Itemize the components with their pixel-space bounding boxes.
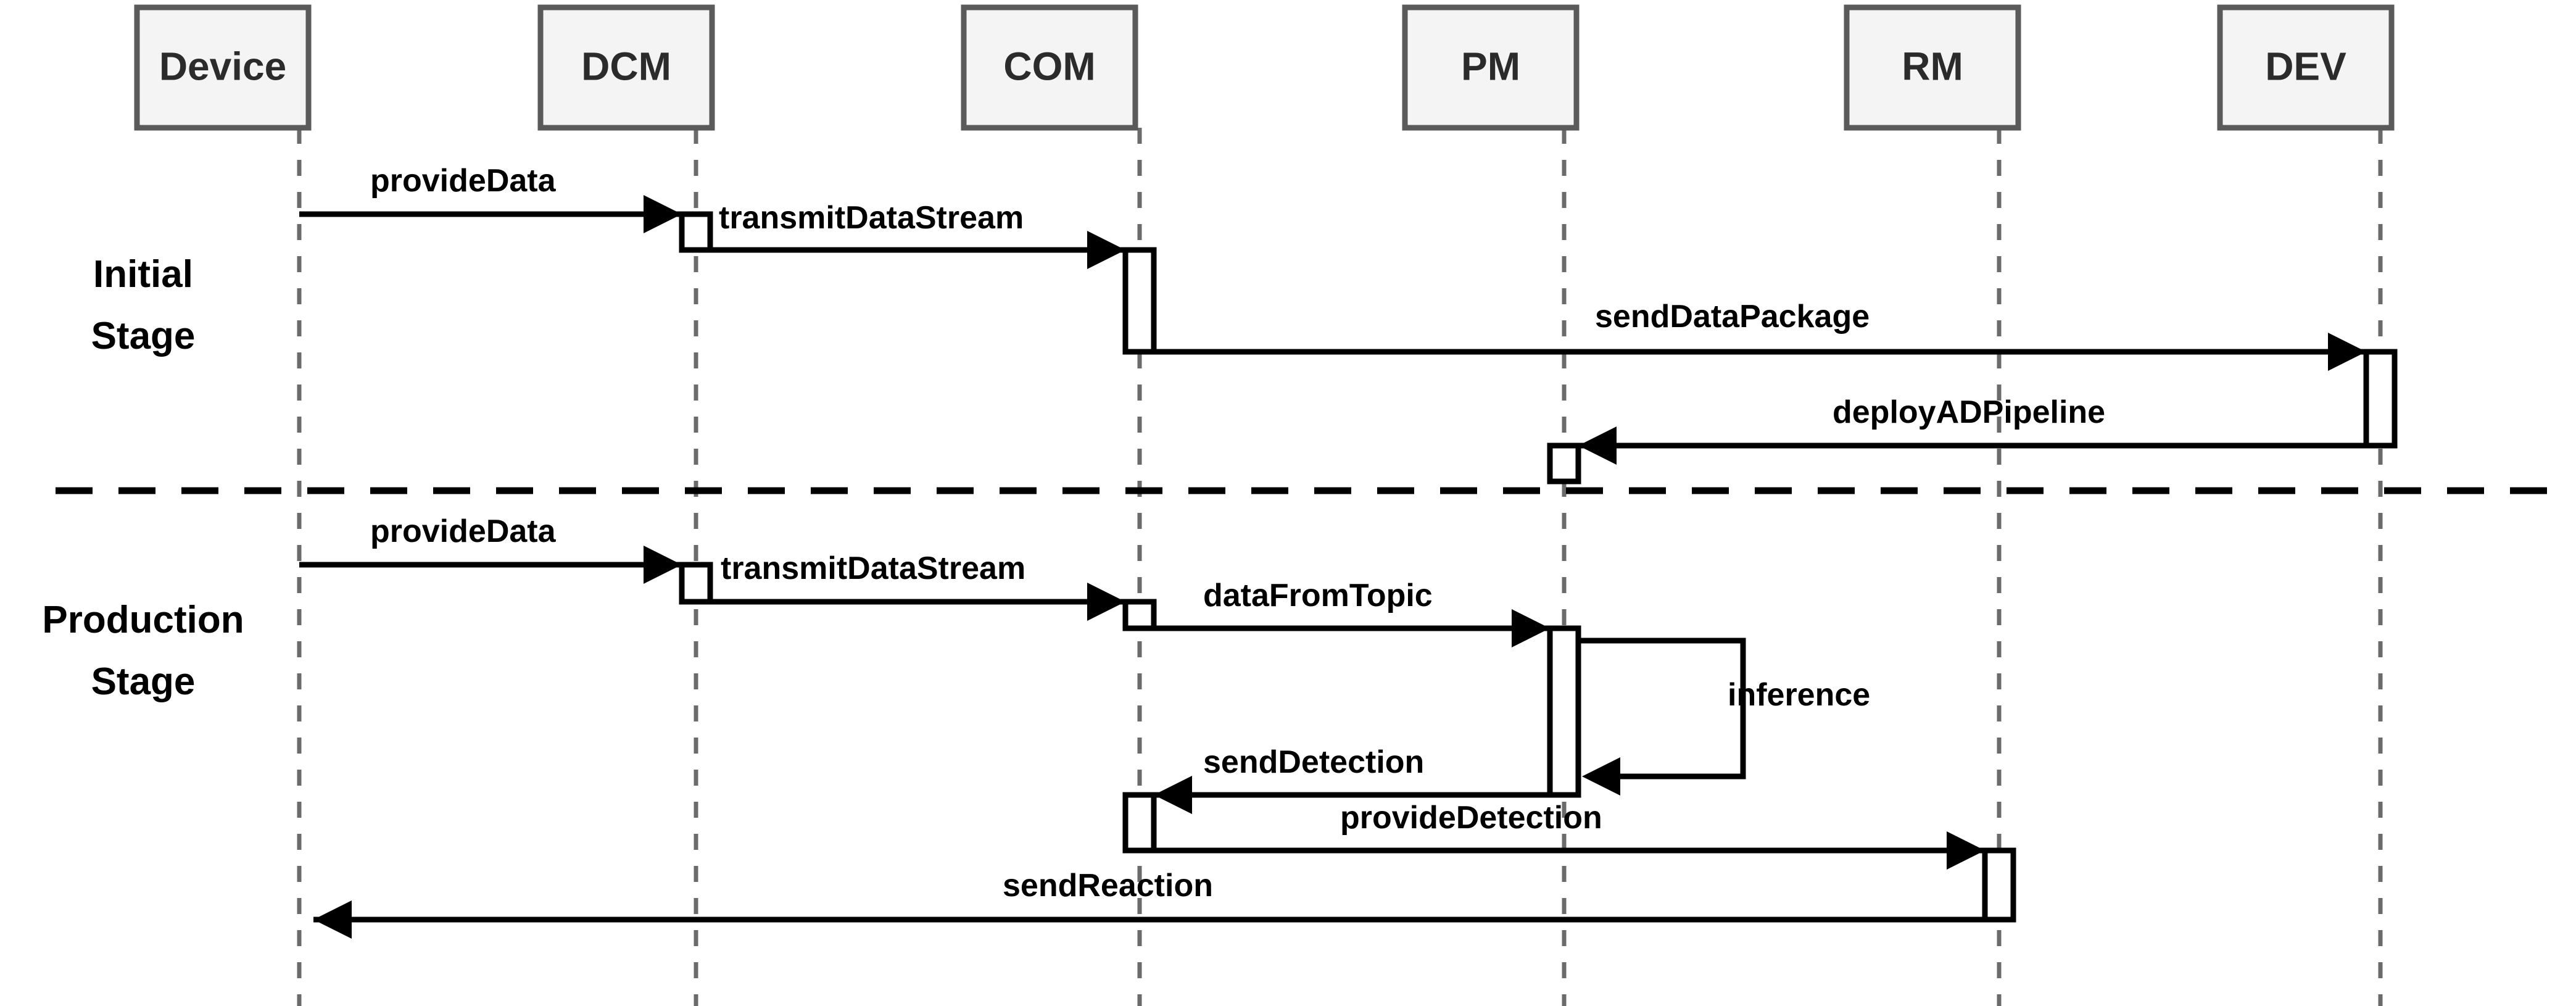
lane-header-device[interactable]: Device xyxy=(134,4,312,131)
activation-box-dcm xyxy=(679,562,713,605)
message-arrowhead-m4 xyxy=(1578,426,1617,465)
lane-label-com: COM xyxy=(1003,44,1095,88)
message-m4 xyxy=(1578,426,2380,465)
message-arrowhead-m8 xyxy=(1582,757,1620,796)
activation-box-rm xyxy=(1982,847,2016,923)
messages-group xyxy=(299,195,2380,939)
message-arrowhead-m10 xyxy=(1947,831,1985,870)
lane-label-pm: PM xyxy=(1461,44,1520,88)
message-m7 xyxy=(1140,609,1550,647)
message-label-m4: deployADPipeline xyxy=(1833,394,2105,430)
stage-label-line1-initial: Initial xyxy=(93,253,193,296)
activation-box-dcm xyxy=(679,211,713,253)
message-label-m2: transmitDataStream xyxy=(719,200,1024,236)
message-label-m8: inference xyxy=(1728,677,1870,713)
lane-label-device: Device xyxy=(159,44,286,88)
lane-box-com xyxy=(961,4,1138,131)
message-m8 xyxy=(1578,638,1746,796)
lane-box-dev xyxy=(2217,4,2395,131)
activation-box-dev xyxy=(2363,349,2398,449)
lane-box-pm xyxy=(1402,4,1580,131)
message-label-m9: sendDetection xyxy=(1203,744,1424,780)
message-arrowhead-m5 xyxy=(644,546,682,584)
lane-label-rm: RM xyxy=(1902,44,1963,88)
lane-header-dev[interactable]: DEV xyxy=(2217,4,2395,131)
message-line-m8 xyxy=(1578,638,1746,779)
message-label-m7: dataFromTopic xyxy=(1203,578,1433,613)
message-m9 xyxy=(1154,776,1564,814)
message-label-m10: provideDetection xyxy=(1340,800,1602,836)
message-arrowhead-m9 xyxy=(1154,776,1192,814)
activation-box-pm xyxy=(1547,625,1581,798)
activation-boxes-group xyxy=(679,211,2398,923)
stage-label-line2-initial: Stage xyxy=(91,315,196,357)
lane-label-dcm: DCM xyxy=(581,44,671,88)
message-label-m1: provideData xyxy=(370,163,557,199)
message-arrowhead-m7 xyxy=(1512,609,1550,647)
message-arrowhead-m2 xyxy=(1087,231,1125,269)
message-m10 xyxy=(1140,831,1985,870)
lane-label-dev: DEV xyxy=(2265,44,2346,88)
stage-label-line1-production: Production xyxy=(42,599,244,641)
message-m11 xyxy=(313,900,1999,939)
lane-header-com[interactable]: COM xyxy=(961,4,1138,131)
lane-box-dcm xyxy=(537,4,715,131)
lane-header-pm[interactable]: PM xyxy=(1402,4,1580,131)
message-label-m11: sendReaction xyxy=(1003,868,1213,904)
message-m6 xyxy=(696,583,1125,621)
message-m1 xyxy=(299,195,682,233)
activation-box-com xyxy=(1122,599,1157,631)
message-arrowhead-m1 xyxy=(644,195,682,233)
message-label-m3: sendDataPackage xyxy=(1595,299,1870,335)
message-arrowhead-m6 xyxy=(1087,583,1125,621)
message-m5 xyxy=(299,546,682,584)
lane-headers-group: Device DCM COM PM RM DEV xyxy=(134,4,2395,131)
lane-box-rm xyxy=(1844,4,2021,131)
stage-label-line2-production: Stage xyxy=(91,660,196,703)
lane-box-device xyxy=(134,4,312,131)
message-arrowhead-m3 xyxy=(2328,333,2366,371)
lane-header-rm[interactable]: RM xyxy=(1844,4,2021,131)
activation-box-pm xyxy=(1547,443,1581,484)
message-label-m6: transmitDataStream xyxy=(721,551,1025,586)
message-label-m5: provideData xyxy=(370,513,557,549)
lane-header-dcm[interactable]: DCM xyxy=(537,4,715,131)
message-arrowhead-m11 xyxy=(313,900,352,939)
message-m2 xyxy=(696,231,1125,269)
activation-box-com xyxy=(1122,792,1157,854)
message-m3 xyxy=(1140,333,2366,371)
activation-box-com xyxy=(1122,247,1157,355)
message-labels-group: provideData transmitDataStream sendDataPac… xyxy=(370,163,2105,904)
